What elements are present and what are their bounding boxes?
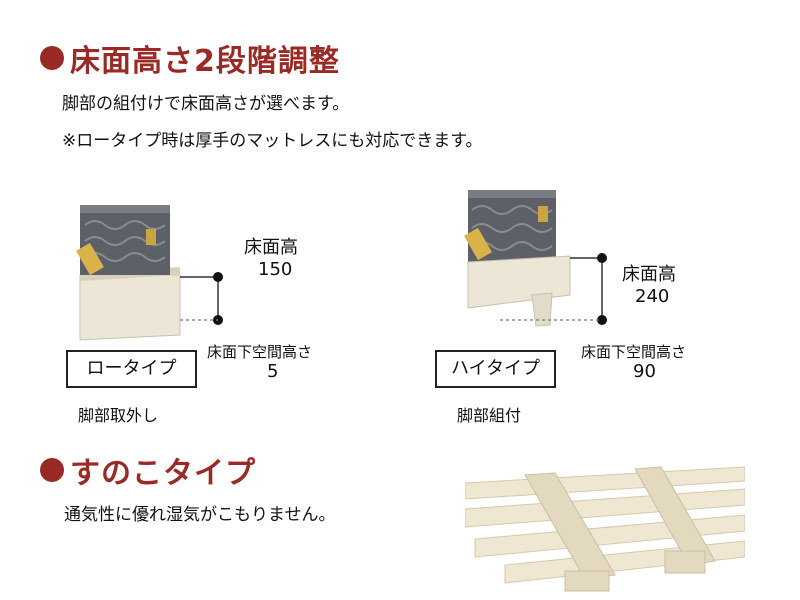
heading-bullet-icon [40, 458, 64, 482]
slat-description: 通気性に優れ湿気がこもりません。 [64, 505, 336, 525]
height-description-line1: 脚部の組付けで床面高さが選べます。 [62, 94, 350, 114]
slat-base-illustration [465, 465, 745, 595]
section-title-slat: すのこタイプ [70, 456, 256, 491]
section-title-height: 床面高さ2段階調整 [70, 44, 340, 79]
high-bed-leg [531, 292, 553, 327]
high-floor-height-value: 240 [635, 286, 670, 307]
high-under-space-label: 床面下空間高さ [581, 343, 687, 361]
low-type-caption: 脚部取外し [78, 406, 159, 425]
low-type-bed-illustration [76, 205, 223, 341]
high-type-caption: 脚部組付 [457, 406, 522, 425]
height-description-line2: ※ロータイプ時は厚手のマットレスにも対応できます。 [62, 131, 483, 151]
low-bed-frame [79, 274, 181, 341]
heading-bullet-icon [40, 46, 64, 70]
low-type-label: ロータイプ [66, 350, 197, 388]
high-type-bed-illustration [464, 190, 607, 327]
high-bed-frame [467, 255, 571, 309]
low-under-space-label: 床面下空間高さ [207, 343, 313, 361]
low-under-space-value: 5 [267, 361, 279, 382]
low-floor-height-label: 床面高 [244, 237, 298, 258]
high-floor-height-label: 床面高 [622, 264, 676, 285]
high-type-label: ハイタイプ [435, 350, 556, 388]
low-floor-height-value: 150 [258, 259, 293, 280]
high-under-space-value: 90 [633, 361, 656, 382]
